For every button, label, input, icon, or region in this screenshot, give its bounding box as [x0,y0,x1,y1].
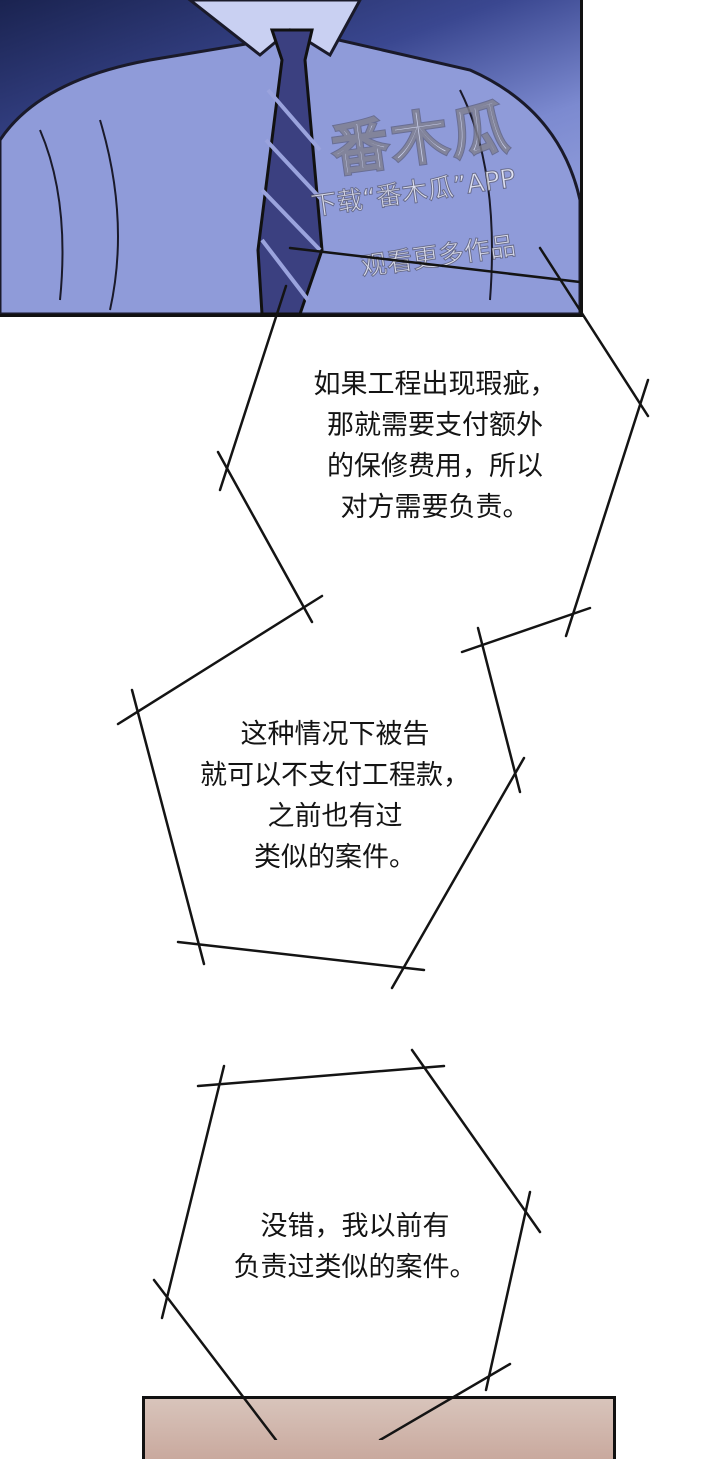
bubble-2-edge [116,594,324,726]
bubble-3-edge [152,1278,278,1440]
bubble-2-edge [130,688,206,966]
bubble-2-edge [176,940,426,972]
bubble-1-edge [216,450,314,624]
bubble-2-edge [476,626,522,794]
bubble-1-edge [538,246,650,418]
bubble-2-edge [390,756,526,990]
bubble-1-edge [288,246,582,284]
bubble-3-edge [160,1064,226,1320]
top-comic-panel: 番木瓜 下载“番木瓜”APP 观看更多作品 [0,0,583,317]
bubble-3-edge [484,1190,532,1392]
speech-bubble-2-text: 这种情况下被告 就可以不支付工程款， 之前也有过 类似的案件。 [200,719,470,873]
shirt-illustration [0,0,580,314]
bubble-1-edge [564,378,650,638]
speech-bubble-3-text: 没错，我以前有 负责过类似的案件。 [233,1211,477,1283]
speech-bubble-1-text: 如果工程出现瑕疵， 那就需要支付额外 的保修费用，所以 对方需要负责。 [313,369,557,523]
bubble-3-edge [410,1048,542,1234]
bubble-3-edge [378,1362,512,1440]
bubble-3-edge [196,1064,446,1088]
bubble-1-edge [218,284,288,492]
